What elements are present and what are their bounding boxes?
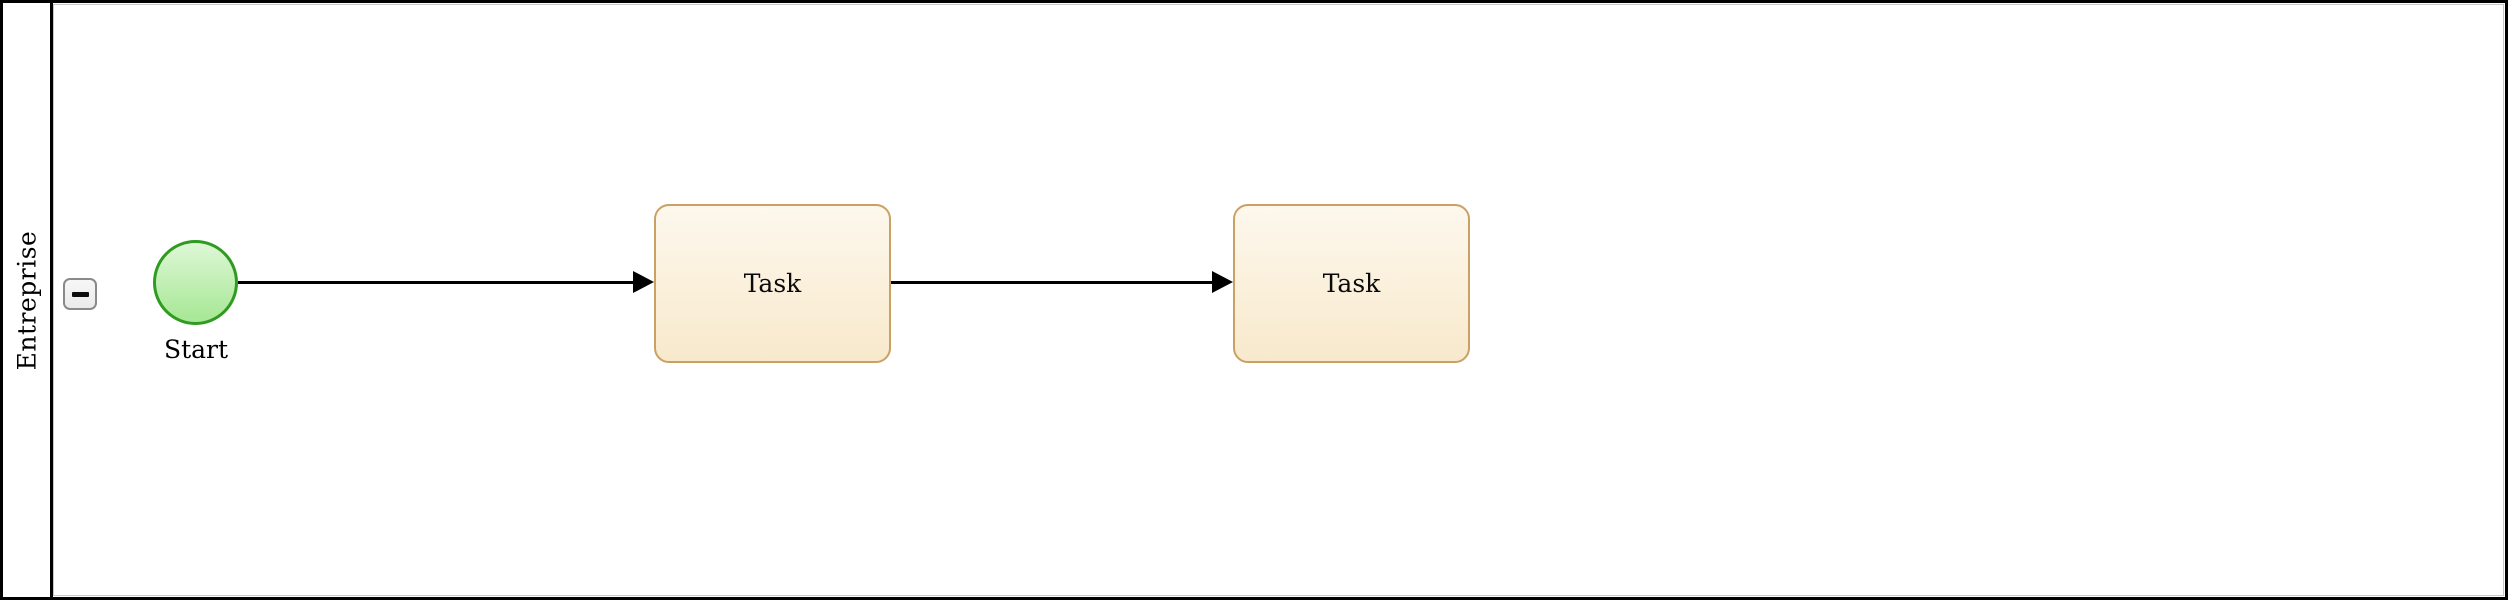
task-label: Task (1322, 269, 1381, 298)
task-1[interactable]: Task (654, 204, 891, 363)
arrowhead-icon (633, 271, 654, 293)
minus-icon (71, 291, 89, 297)
start-event-label: Start (163, 335, 229, 364)
arrowhead-icon (1212, 271, 1233, 293)
task-2[interactable]: Task (1233, 204, 1470, 363)
pool-label-strip: Entreprise (3, 3, 50, 597)
pool-label: Entreprise (12, 230, 41, 370)
flow-line (238, 281, 635, 284)
collapse-pool-button[interactable] (63, 278, 97, 310)
start-event[interactable] (153, 240, 238, 325)
task-label: Task (743, 269, 802, 298)
pool-label-separator (50, 3, 53, 597)
flow-line (891, 281, 1213, 284)
